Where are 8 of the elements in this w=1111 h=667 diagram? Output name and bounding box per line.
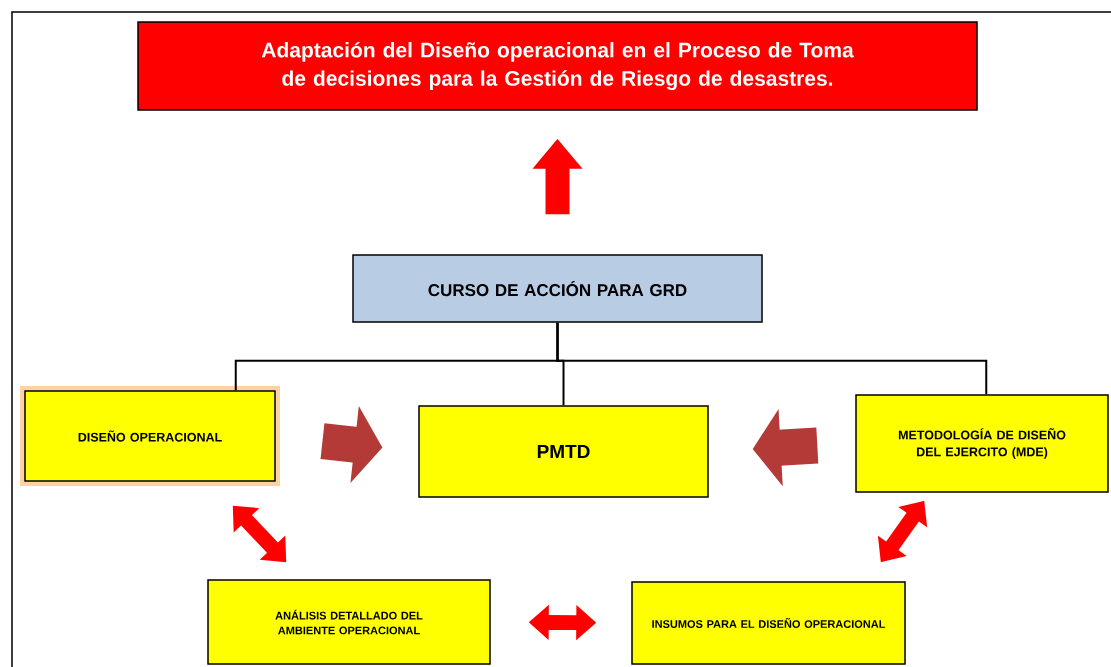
- center-box: PMTD: [418, 405, 709, 498]
- process-box: DISEÑO OPERACIONAL: [20, 386, 280, 486]
- process-box: INSUMOS PARA EL DISEÑO OPERACIONAL: [631, 581, 906, 665]
- process-box: METODOLOGÍA DE DISEÑO DEL EJERCITO (MDE): [855, 394, 1109, 493]
- process-box: ANÁLISIS DETALLADO DEL AMBIENTE OPERACIONAL: [207, 579, 491, 665]
- action-box: CURSO DE ACCIÓN PARA GRD: [352, 254, 763, 323]
- title-box: Adaptación del Diseño operacional en el Proceso de Toma de decisiones para la Gestión de Riesgo de desastres.: [137, 21, 978, 111]
- connector-line: [556, 321, 988, 396]
